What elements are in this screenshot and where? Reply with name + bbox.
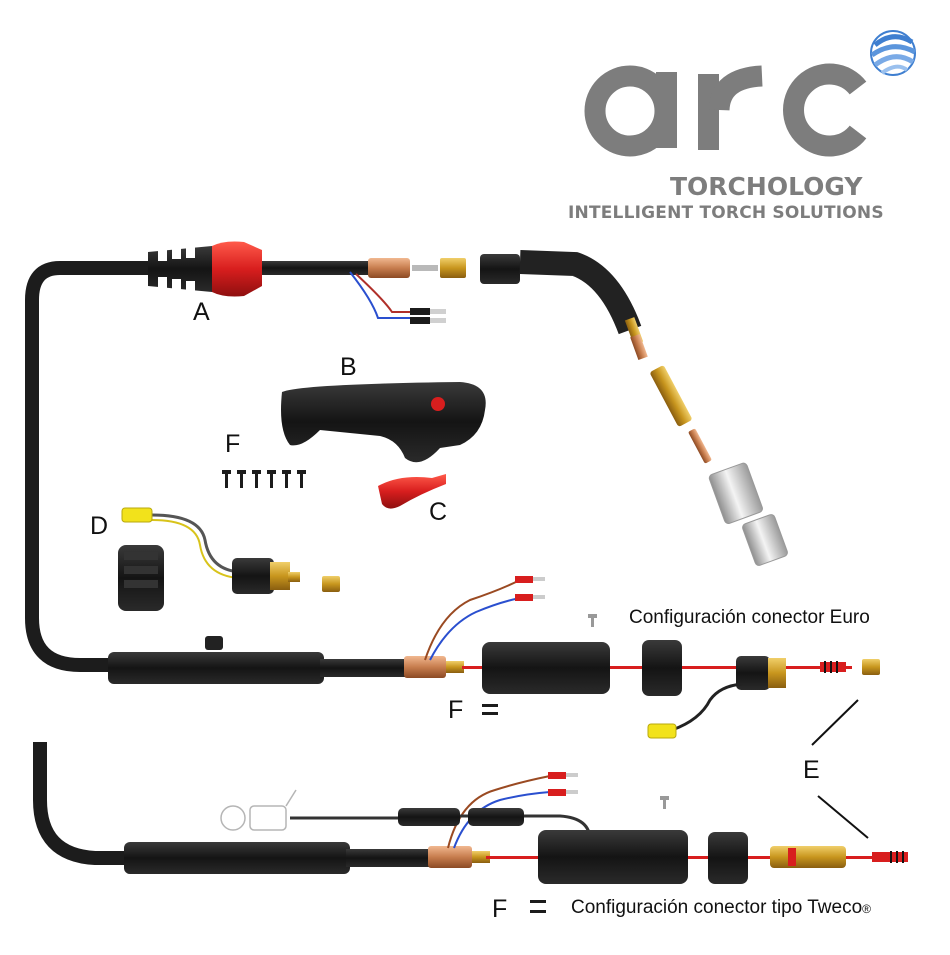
arc-logo: [584, 30, 917, 157]
pointer-line-e-upper: [811, 699, 859, 746]
caption-tweco-wrap: Configuración conector tipo Tweco®: [571, 898, 871, 917]
label-f-bottom: F: [492, 895, 508, 923]
wire-blue-top: [349, 271, 420, 319]
cable-tweco: [346, 849, 432, 867]
liner-tip-tweco: [872, 851, 908, 863]
label-c: C: [429, 498, 448, 526]
logo-letter-c: [783, 63, 867, 157]
screw-icon-tweco: [660, 796, 669, 809]
connector-nut-d: [118, 545, 164, 611]
terminal-yellow-d: [121, 507, 153, 523]
brass-adapter-tweco: [472, 851, 490, 863]
signal-plug-tweco: [398, 808, 524, 826]
wire-terminals-euro: [515, 576, 545, 601]
torch-cable-upper: [262, 261, 372, 275]
logo-letter-a-bowl: [584, 65, 676, 157]
handle-sleeve-euro: [108, 652, 324, 684]
copper-end-euro: [404, 656, 446, 678]
screws-pair-f-bottom: [530, 900, 546, 913]
ferrule-sleeve-euro: [482, 642, 610, 694]
logo-letter-r-arm: [708, 65, 763, 112]
label-f-mid: F: [448, 696, 464, 724]
gas-nozzle-1: [708, 462, 763, 524]
caption-tweco: Configuración conector tipo Tweco: [571, 897, 863, 918]
wire-red-top: [355, 273, 420, 313]
wire-yellow-d: [151, 519, 239, 579]
brass-ring-d: [322, 576, 340, 592]
cable-copper-end: [368, 258, 410, 278]
caption-euro: Configuración conector Euro: [629, 607, 870, 628]
clip-icon: [205, 636, 223, 650]
screw-icon-euro: [588, 614, 597, 627]
copper-end-tweco: [428, 846, 472, 868]
pointer-line-e-lower: [817, 795, 869, 839]
wire-grey-d: [151, 513, 241, 574]
logo-line-tagline: INTELLIGENT TORCH SOLUTIONS: [568, 203, 884, 223]
wire-yellow-euro: [671, 682, 743, 732]
logo-line-torchology: TORCHOLOGY: [670, 172, 863, 201]
gas-nozzle-2: [742, 514, 788, 566]
ferrule-sleeve-tweco: [538, 830, 688, 884]
wire-terminals-tweco: [548, 772, 578, 796]
plug-sketch-icon: [220, 789, 297, 831]
strain-relief-a: [148, 241, 262, 297]
contact-tip-holder: [650, 365, 692, 427]
wire-brown-euro: [424, 579, 521, 661]
neck-nut: [480, 254, 520, 284]
label-a: A: [193, 298, 210, 326]
screws-set-f: [222, 470, 306, 488]
screws-pair-f-mid: [482, 704, 498, 715]
euro-connector: [736, 656, 786, 690]
brass-ring-euro: [862, 659, 880, 675]
label-f-top: F: [225, 430, 241, 458]
contact-tip: [688, 428, 712, 464]
swan-neck: [519, 250, 642, 335]
wire-blue-euro: [429, 597, 521, 661]
wire-terminal-2: [410, 317, 430, 324]
tweco-connector: [770, 846, 846, 868]
wire-blue-tweco: [453, 791, 551, 849]
brass-adapter-euro: [446, 661, 464, 673]
label-b: B: [340, 353, 357, 381]
connector-nut-euro: [642, 640, 682, 696]
handle-sleeve-tweco: [124, 842, 350, 874]
registered-mark: ®: [862, 902, 871, 916]
liner-tip-euro: [820, 661, 846, 673]
torch-cable-tweco: [33, 742, 128, 865]
trigger-c: [378, 474, 446, 509]
torch-cable-loop: [25, 261, 157, 672]
euro-connector-d: [232, 558, 300, 594]
terminal-yellow-euro: [647, 723, 677, 739]
logo-letter-a-stem: [656, 72, 677, 148]
label-d: D: [90, 512, 109, 540]
cable-euro: [320, 659, 412, 677]
torch-handle-b: [281, 382, 486, 463]
brass-adapter-top: [412, 265, 438, 271]
logo-letter-r-stem: [698, 74, 719, 150]
neck-ring-copper: [630, 334, 648, 360]
label-e: E: [803, 756, 820, 784]
wire-terminal-1: [410, 308, 430, 315]
connector-nut-tweco: [708, 832, 748, 884]
globe-icon: [870, 30, 917, 76]
